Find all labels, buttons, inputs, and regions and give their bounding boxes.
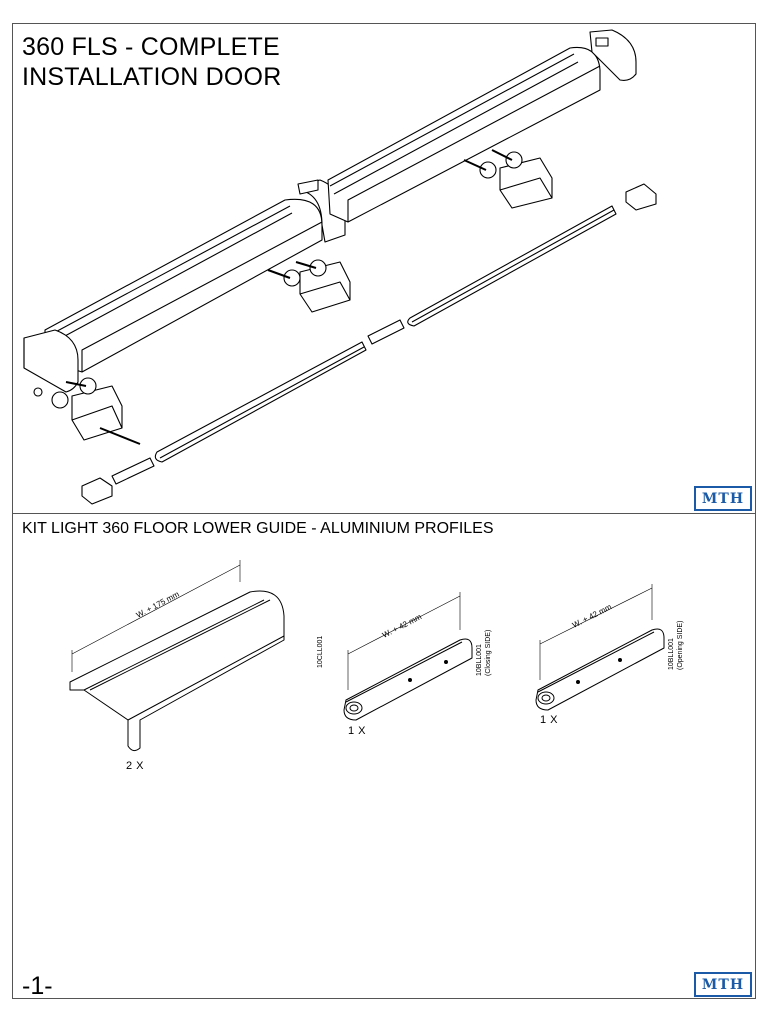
wall-plugs: [33, 151, 523, 409]
profile-rail-closing-side: (Closing SIDE): [485, 630, 492, 676]
page-frame: [12, 23, 756, 999]
screws: [65, 149, 513, 445]
profile-rail-opening-side: (Opening SIDE): [677, 621, 684, 670]
cover-profile-left: [44, 198, 323, 373]
profile-cover-code: 10CLL001: [317, 636, 324, 668]
section-title: KIT LIGHT 360 FLOOR LOWER GUIDE - ALUMIN…: [22, 520, 494, 537]
brand-logo-top: MTH: [694, 486, 752, 511]
guide-end-stop-right: [625, 183, 657, 211]
brand-logo-bottom: MTH: [694, 972, 752, 997]
lower-guide-rail-right: [407, 205, 617, 327]
profile-rail-closing-dimension: W. + 42 mm: [381, 612, 424, 640]
guide-end-stop-left: [81, 477, 113, 505]
end-cap-right: [589, 29, 637, 81]
profile-rail-opening-dimension: W. + 42 mm: [571, 602, 614, 630]
cover-profile-right: [327, 46, 601, 223]
profile-cover-dimension: W. + 175 mm: [135, 589, 181, 619]
profile-cover-quantity: 2 X: [126, 760, 145, 772]
profile-rail-closing-code: 10BLL001: [476, 644, 483, 676]
page-number: -1-: [22, 972, 53, 1000]
page-title: 360 FLS - COMPLETE INSTALLATION DOOR: [22, 32, 281, 92]
profile-rail-closing-quantity: 1 X: [348, 725, 367, 737]
profile-rail-closing: [343, 592, 473, 721]
end-cap-left: [23, 329, 79, 393]
rail-connector: [111, 319, 405, 485]
title-line-2: INSTALLATION DOOR: [22, 63, 282, 91]
mounting-bracket-2: [499, 157, 553, 209]
profile-rail-opening-code: 10BLL001: [668, 638, 675, 670]
profile-rail-opening: [535, 584, 665, 711]
section-divider: [12, 513, 756, 514]
title-line-1: 360 FLS - COMPLETE: [22, 33, 280, 61]
mounting-bracket-3: [71, 385, 123, 441]
lower-guide-rail-left: [154, 341, 367, 463]
profile-cover: [69, 560, 285, 752]
profile-rail-opening-quantity: 1 X: [540, 714, 559, 726]
